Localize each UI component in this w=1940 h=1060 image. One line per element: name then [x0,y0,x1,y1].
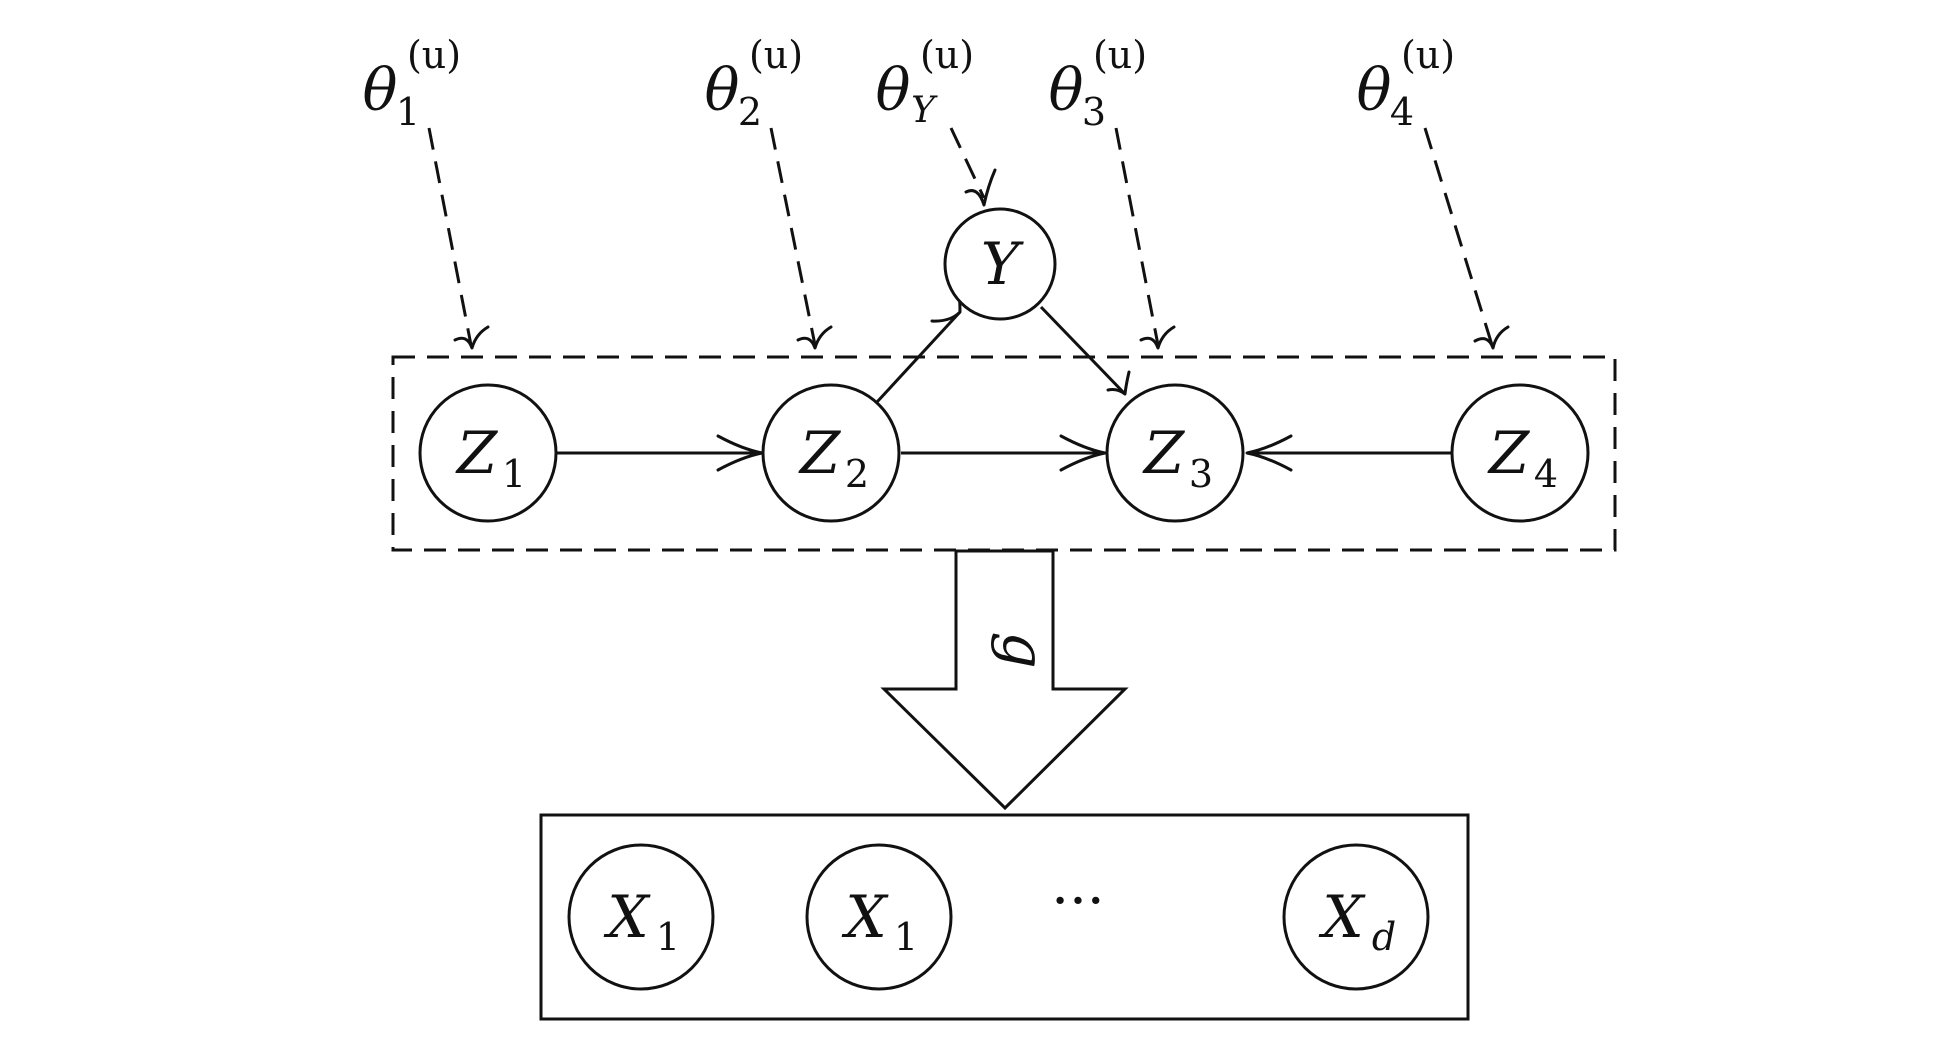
parameter-theta3-base: θ [1049,56,1084,124]
edge-z2-y [875,310,962,404]
parameter-thetay-sub: Y [911,90,938,131]
parameter-theta4: θ 4 (u) [1357,33,1456,134]
parameter-theta2: θ 2 (u) [705,33,804,134]
edge-theta4-z4 [1423,127,1494,346]
edge-y-z3 [1039,305,1127,396]
parameter-theta1-sup: (u) [407,33,461,77]
latent-node-z1: Z 1 [418,383,558,523]
observed-node-x1-second-base: X [841,883,889,951]
edge-theta3-z3 [1114,127,1160,346]
arrowhead-theta2 [796,325,833,350]
arrowhead-theta1 [453,325,490,350]
parameter-theta4-base: θ [1357,56,1392,124]
dashed-edges [427,127,1494,346]
arrowhead-z4-z3 [1245,434,1293,472]
parameter-thetay: θ Y (u) [876,33,975,131]
parameter-theta1: θ 1 (u) [363,33,462,134]
solid-edges [556,305,1453,455]
latent-node-z1-base: Z [455,419,499,487]
parameter-theta3-sub: 3 [1082,90,1106,134]
observed-group-box [539,813,1470,1021]
latent-node-z2-sub: 2 [845,452,869,496]
latent-node-z4: Z 4 [1450,383,1590,523]
arrowhead-theta4 [1473,325,1510,350]
latent-node-z2-base: Z [798,419,842,487]
latent-node-z1-sub: 1 [502,452,526,496]
latent-node-z3: Z 3 [1105,383,1245,523]
latent-node-z2: Z 2 [761,383,901,523]
parameter-theta1-sub: 1 [396,90,420,134]
edge-thetay-y [949,127,986,199]
observed-node-x1-first-base: X [603,883,651,951]
label-node-y-base: Y [981,230,1024,298]
latent-node-z3-sub: 3 [1189,452,1213,496]
observed-ellipsis: ··· [1051,869,1104,934]
latent-node-z3-base: Z [1142,419,1186,487]
latent-node-z4-sub: 4 [1534,452,1558,496]
parameter-theta3-sup: (u) [1093,33,1147,77]
parameter-theta2-sub: 2 [738,90,762,134]
observed-node-xd-base: X [1318,883,1366,951]
observed-node-x1-first: X 1 [567,843,715,991]
parameter-theta3: θ 3 (u) [1049,33,1148,134]
mixing-function-label: g [990,631,1058,668]
observed-node-xd-sub: d [1372,915,1396,959]
parameter-theta2-base: θ [705,56,740,124]
observed-node-x1-first-sub: 1 [656,915,680,959]
edge-theta1-z1 [427,127,473,346]
observed-node-x1-second: X 1 [805,843,953,991]
arrowhead-thetay [964,168,997,207]
arrowhead-y-z3 [1106,370,1131,396]
parameter-theta4-sup: (u) [1401,33,1455,77]
observed-node-xd: X d [1282,843,1430,991]
parameter-theta2-sup: (u) [749,33,803,77]
observed-node-x1-second-sub: 1 [894,915,918,959]
parameter-theta4-sub: 4 [1390,90,1414,134]
label-node-y: Y [943,207,1057,321]
parameter-theta1-base: θ [363,56,398,124]
parameter-thetay-sup: (u) [920,33,974,77]
arrowhead-z2-z3 [1059,434,1107,472]
edge-theta2-z2 [769,127,817,346]
arrowhead-theta3 [1139,325,1176,350]
latent-node-z4-base: Z [1487,419,1531,487]
mixing-arrow [880,549,1129,811]
parameter-thetay-base: θ [876,56,911,124]
